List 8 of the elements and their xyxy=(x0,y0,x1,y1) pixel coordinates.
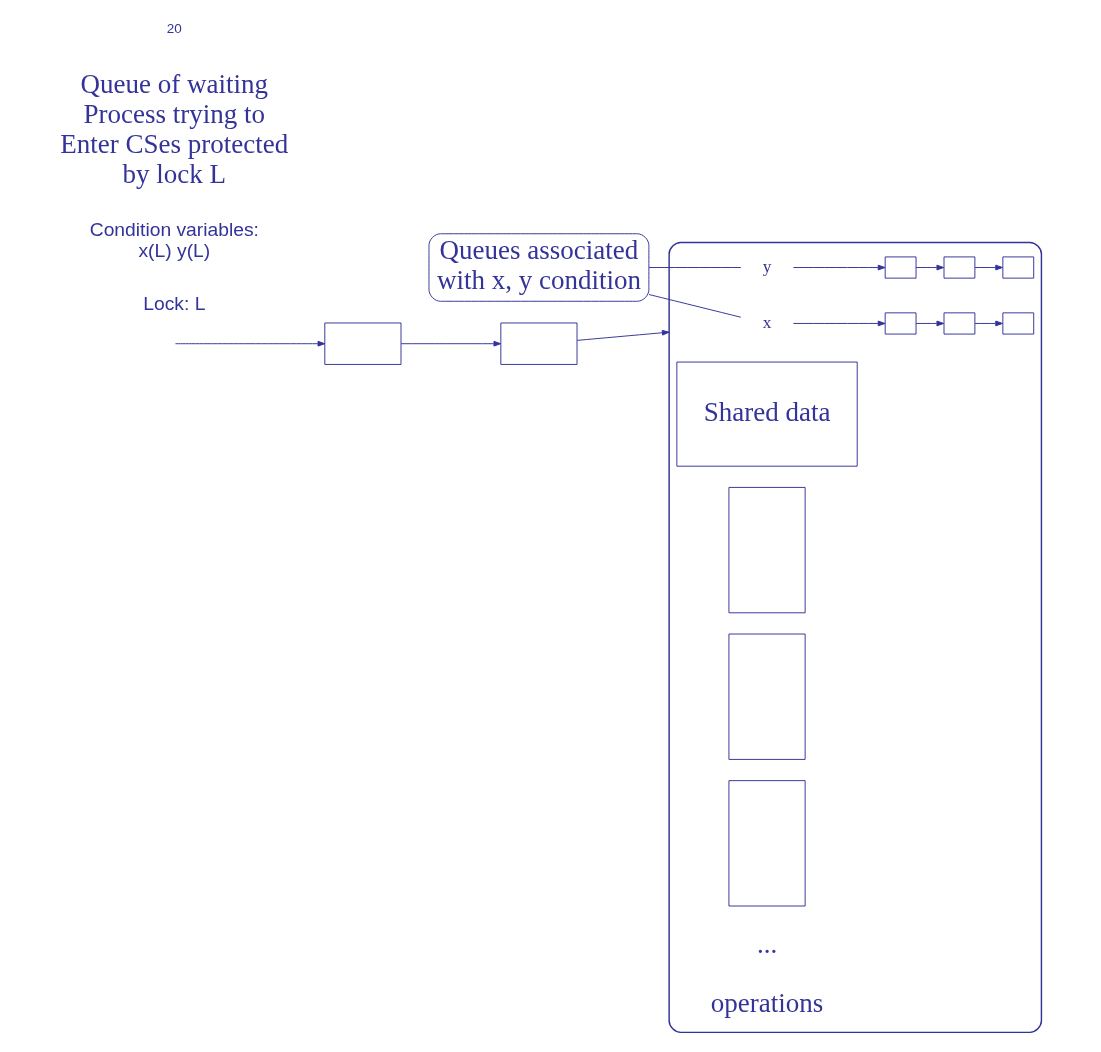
node-text: y xyxy=(762,256,772,276)
label: 20 xyxy=(166,20,182,36)
label: Lock: L xyxy=(143,292,206,314)
label: ... xyxy=(756,929,778,960)
label: Queue of waiting Process trying to Enter CSes protected by lock L xyxy=(60,69,289,190)
label: Condition variables: x(L) y(L) xyxy=(89,218,259,261)
label: operations xyxy=(710,988,824,1019)
node-text: x xyxy=(762,312,772,332)
